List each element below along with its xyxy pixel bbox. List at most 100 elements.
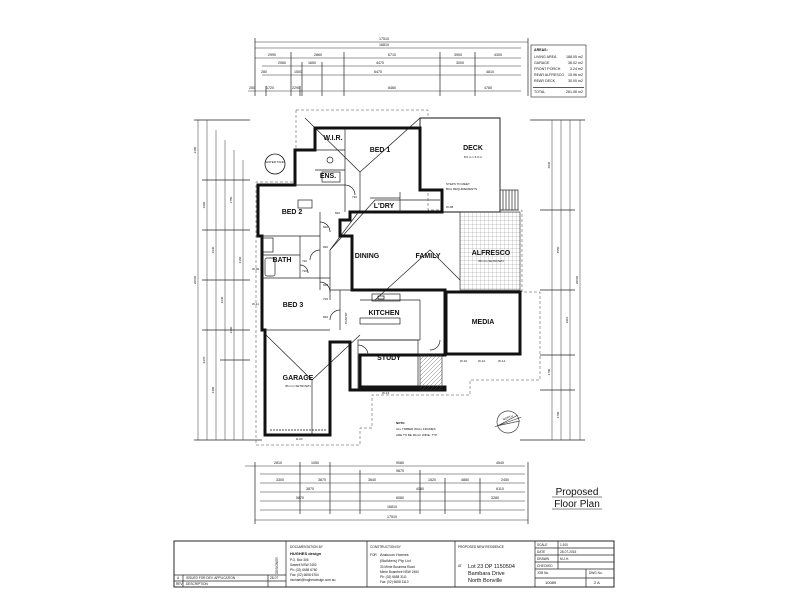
dim-label: 6110	[496, 487, 504, 491]
side-label: DESIGNER	[275, 557, 279, 574]
door-code: 720	[302, 259, 307, 263]
porch-area	[419, 354, 443, 391]
dim-label: 9370	[202, 356, 206, 363]
dim-label: 4780	[484, 86, 492, 90]
plan-title-line1: Proposed	[556, 487, 599, 498]
dim-bottom-row6: 16810	[387, 505, 397, 509]
room-label-dining: DINING	[355, 253, 380, 260]
checked-label: CHECKED	[537, 564, 553, 568]
dim-label: 3240	[220, 296, 224, 303]
builder-fax: Fax: (02) 6658 3110	[380, 580, 409, 584]
deck	[419, 117, 501, 213]
room-label-media: MEDIA	[472, 319, 495, 326]
right-dimensions: 6040 4550 3910 1700 2700 20040	[520, 119, 585, 441]
plan-title-line2: Floor Plan	[554, 499, 600, 510]
drawn-label: DRAWN	[537, 557, 550, 561]
dim-label: 20040	[575, 275, 579, 284]
media-room	[444, 290, 522, 356]
dim-label: 2700	[556, 411, 560, 418]
building-plan: W.I.R. BED 1 DECK 8.0 m x 5.0 m STEPS TO…	[252, 109, 541, 446]
builder-name-2: (Builders) Pty Ltd	[380, 558, 411, 563]
left-dimensions: 2180 1900 2640 3240 1750 4160 2300 4400 …	[193, 119, 262, 441]
dim-label: 4300	[494, 53, 502, 57]
dim-label: 3280	[491, 496, 499, 500]
area-row-label: GARAGE	[534, 61, 550, 65]
door-code: 620	[323, 283, 328, 287]
dim-bottom-overall: 17510	[387, 515, 397, 519]
alfresco-area	[459, 211, 521, 291]
scale-label: SCALE	[537, 543, 547, 547]
rev-letter: A	[177, 576, 180, 580]
project-suburb: North Bonville	[468, 578, 502, 584]
job-label: JOB No.	[537, 571, 549, 575]
note-heading: NOTE:	[396, 421, 405, 425]
date-label: DATE	[537, 550, 545, 554]
dim-label: 4470	[376, 61, 384, 65]
rev-date: 28-07	[270, 576, 278, 580]
scale-value: 1:100	[560, 543, 568, 547]
dim-top-overall: 17510	[379, 37, 389, 41]
room-label-family: FAMILY	[415, 253, 440, 260]
designer-fax: Fax: (02) 6658 6764	[290, 573, 319, 577]
builder-address-2: Mirrie Boambee NSW 2450	[380, 570, 419, 574]
dim-label: 3870	[306, 487, 314, 491]
area-row-label: REAR DECK	[534, 79, 556, 83]
dim-label: 3640	[368, 478, 376, 482]
dim-label: 3300	[276, 478, 284, 482]
alfresco-setdown: 86 mm SETDOWN	[478, 259, 503, 263]
dim-label: 250	[249, 86, 255, 90]
dim-label: 4880	[461, 478, 469, 482]
dim-label: 9870	[396, 469, 404, 473]
dim-label: 9080	[396, 461, 404, 465]
water-tank-label: WATER TANK	[265, 160, 284, 164]
dim-label: 4810	[486, 70, 494, 74]
designer-address-1: P.O. Box 306	[290, 558, 309, 562]
room-label-study: STUDY	[377, 355, 401, 362]
area-row-value: 30.00 m2	[568, 79, 583, 83]
plan-title: Proposed Floor Plan	[552, 487, 602, 510]
dim-label: 1700	[547, 368, 551, 375]
dwg-label: DWG No.	[589, 571, 603, 575]
room-label-wir: W.I.R.	[323, 135, 342, 142]
door-code: D-03	[296, 437, 303, 441]
date-value: 28-07-2015	[560, 550, 577, 554]
rev-header: REV	[176, 582, 183, 586]
dim-label: 280	[261, 70, 267, 74]
room-label-pantry: PANTRY	[344, 312, 348, 324]
deck-note-2: BCA REQUIREMENTS	[446, 187, 477, 191]
dim-label: 1520	[428, 478, 436, 482]
dwg-value: 2 A	[594, 580, 600, 585]
area-row-value: 3.24 m2	[570, 67, 583, 71]
job-value: 10089	[545, 580, 557, 585]
title-block: A ISSUED FOR DEV. APPLICATION 28-07 REV …	[173, 540, 615, 588]
project-street: Bambara Drive	[468, 571, 505, 577]
room-label-bed1: BED 1	[370, 147, 391, 154]
study-room	[357, 339, 419, 389]
builder-phone: Ph: (02) 6658 3111	[380, 575, 407, 579]
areas-total-value: 261.06 m2	[566, 90, 583, 94]
dim-label: 4550	[556, 246, 560, 253]
designer-email: michael@hughesdesign.com.au	[290, 578, 336, 582]
opening-codes: 820 820 720 720 620 720 820 720 820 W-08…	[252, 195, 505, 441]
window-code: W-08	[446, 205, 453, 209]
room-label-ens: ENS.	[320, 173, 336, 180]
window-code: W-14	[498, 359, 505, 363]
area-row-label: REAR ALFRESCO	[534, 73, 564, 77]
dim-label: 1900	[202, 201, 206, 208]
areas-heading: AREAS:	[534, 48, 548, 52]
garage-setdown: 86 mm SETDOWN	[285, 384, 310, 388]
dim-label: 1750	[229, 196, 233, 203]
door-code: 820	[323, 225, 328, 229]
designer-name: HUGHES design	[290, 551, 322, 556]
description-header: DESCRIPTION	[186, 582, 208, 586]
dim-label: 6470	[374, 70, 382, 74]
dim-label: 5870	[296, 496, 304, 500]
deck-note-1: STEPS TO MEET	[446, 182, 470, 186]
bottom-dimensions: 2810 1050 9080 4540 9870 3300 3870 3640 …	[245, 461, 529, 524]
room-label-laundry: L'DRY	[374, 203, 395, 210]
rev-description: ISSUED FOR DEV. APPLICATION	[186, 576, 236, 580]
dim-label: 3910	[565, 316, 569, 323]
room-label-bath: BATH	[273, 257, 292, 264]
